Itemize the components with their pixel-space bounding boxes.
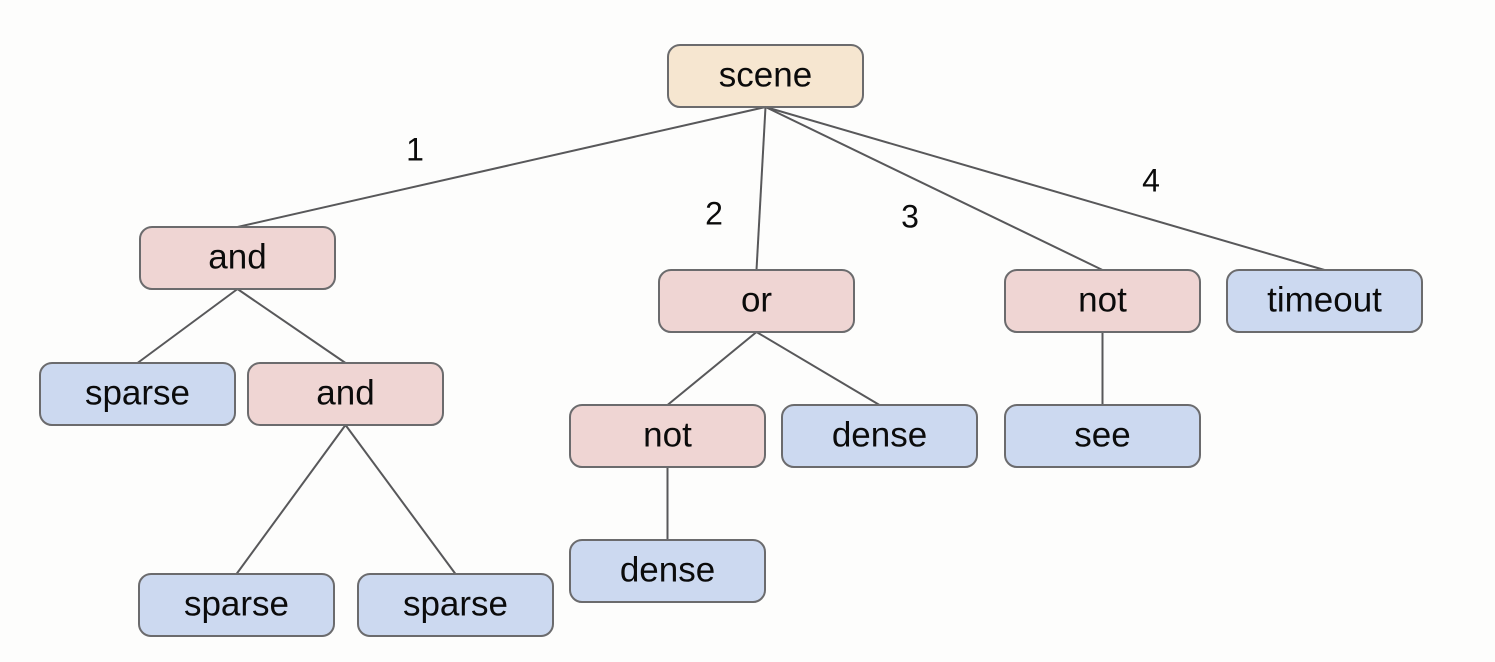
- tree-edge-scene-to-and1: [237, 106, 766, 228]
- tree-node-sparse3[interactable]: sparse: [357, 573, 554, 637]
- tree-edge-and1-to-and2: [236, 288, 347, 364]
- tree-edge-and2-to-sparse3: [344, 424, 457, 575]
- node-label-sparse3: sparse: [403, 584, 508, 623]
- tree-edge-scene-to-timeout1: [765, 106, 1325, 271]
- node-label-dense2: dense: [620, 550, 715, 589]
- node-label-sparse1: sparse: [85, 373, 190, 412]
- nodes-layer: scene and sparse and sparse sparse or not dense d…: [39, 44, 1423, 637]
- tree-node-scene[interactable]: scene: [667, 44, 864, 108]
- node-label-and1: and: [208, 237, 266, 276]
- tree-edge-or1-to-dense1: [755, 331, 881, 406]
- tree-node-or1[interactable]: or: [658, 269, 855, 333]
- node-label-see1: see: [1074, 415, 1130, 454]
- node-box-sparse2: [138, 573, 335, 637]
- node-box-not2: [1004, 269, 1201, 333]
- node-box-sparse1: [39, 362, 236, 426]
- node-box-and1: [139, 226, 336, 290]
- tree-edge-and1-to-sparse1: [136, 288, 239, 364]
- edge-label-2: 2: [705, 195, 723, 231]
- node-box-dense2: [569, 539, 766, 603]
- node-label-timeout1: timeout: [1267, 280, 1382, 319]
- edges-layer: [136, 106, 1325, 575]
- tree-node-sparse2[interactable]: sparse: [138, 573, 335, 637]
- tree-node-and1[interactable]: and: [139, 226, 336, 290]
- node-box-or1: [658, 269, 855, 333]
- node-label-dense1: dense: [832, 415, 927, 454]
- node-box-scene: [667, 44, 864, 108]
- node-label-scene: scene: [719, 55, 812, 94]
- tree-node-and2[interactable]: and: [247, 362, 444, 426]
- edge-label-1: 1: [406, 131, 424, 167]
- node-label-and2: and: [316, 373, 374, 412]
- node-label-not1: not: [643, 415, 692, 454]
- tree-edge-and2-to-sparse2: [235, 424, 347, 575]
- tree-node-see1[interactable]: see: [1004, 404, 1201, 468]
- node-box-and2: [247, 362, 444, 426]
- tree-edge-scene-to-not2: [765, 106, 1103, 271]
- tree-node-timeout1[interactable]: timeout: [1226, 269, 1423, 333]
- tree-node-sparse1[interactable]: sparse: [39, 362, 236, 426]
- edge-labels-layer: 1 2 3 4: [406, 131, 1160, 234]
- tree-edge-scene-to-or1: [755, 106, 767, 271]
- tree-node-not2[interactable]: not: [1004, 269, 1201, 333]
- edge-label-4: 4: [1142, 162, 1160, 198]
- node-box-see1: [1004, 404, 1201, 468]
- node-box-sparse3: [357, 573, 554, 637]
- node-label-or1: or: [741, 280, 772, 319]
- tree-node-dense2[interactable]: dense: [569, 539, 766, 603]
- node-box-timeout1: [1226, 269, 1423, 333]
- node-label-not2: not: [1078, 280, 1127, 319]
- node-label-sparse2: sparse: [184, 584, 289, 623]
- tree-edge-or1-to-not1: [666, 331, 758, 406]
- tree-node-not1[interactable]: not: [569, 404, 766, 468]
- node-box-not1: [569, 404, 766, 468]
- edge-label-3: 3: [901, 198, 919, 234]
- node-box-dense1: [781, 404, 978, 468]
- tree-node-dense1[interactable]: dense: [781, 404, 978, 468]
